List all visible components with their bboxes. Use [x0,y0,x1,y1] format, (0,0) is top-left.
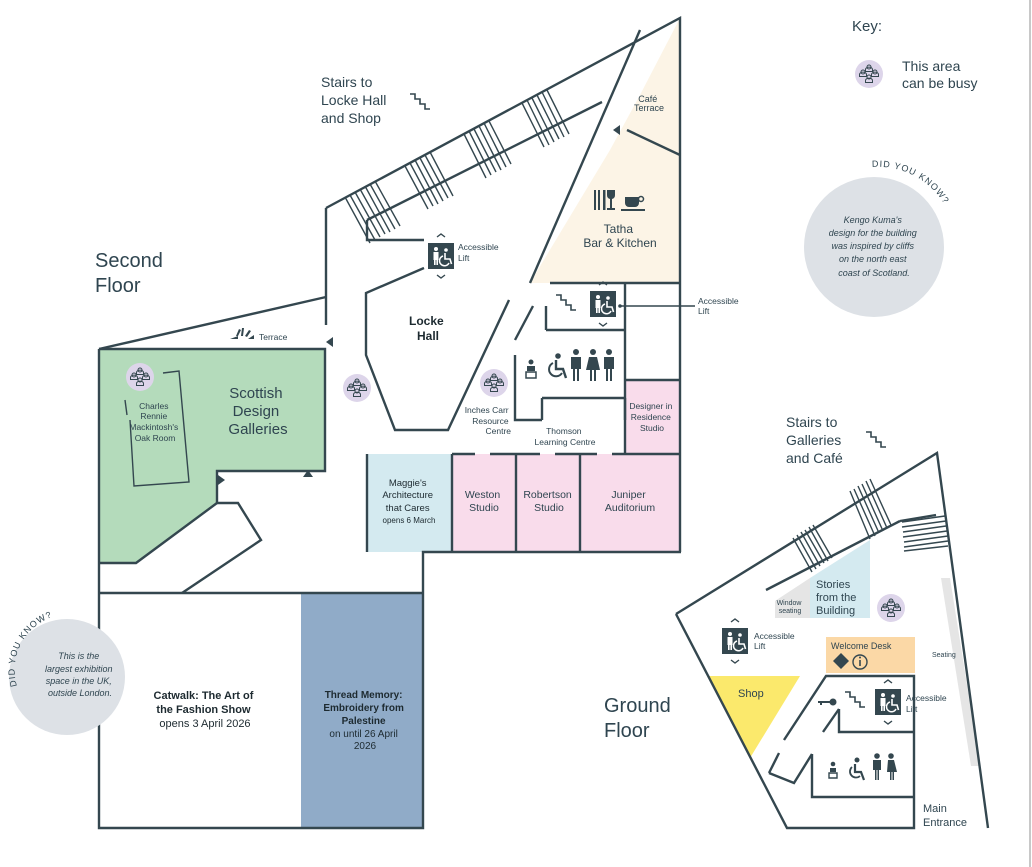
weston-studio-label[interactable]: Weston Studio [465,489,503,514]
thread-memory-area[interactable] [301,593,423,828]
info-icon [852,654,868,670]
did-you-know-circle-2 [804,177,944,317]
window-seating-area [775,578,810,618]
busy-area-icon [479,368,509,398]
maggies-area[interactable] [367,454,452,552]
robertson-studio-area[interactable] [516,454,580,552]
seating-area [941,578,980,766]
did-you-know-fact-1: This is the largest exhibition space in … [45,651,115,698]
toilets-icon-ground [828,753,897,781]
catwalk-label[interactable]: Catwalk: The Art of the Fashion Show ope… [154,690,257,730]
maggies-label[interactable]: Maggie's Architecture that Cares opens 6… [382,478,435,525]
weston-studio-area[interactable] [452,454,516,552]
terrace-label: Terrace [259,332,288,342]
stories-from-building-area[interactable] [810,540,870,618]
stairs-icon [409,93,431,110]
tatha-cafe-area [530,18,680,283]
key-title: Key: [852,18,882,35]
ground-floor-title: Ground Floor [604,695,676,742]
thread-memory-label[interactable]: Thread Memory: Embroidery from Palestine… [323,690,406,752]
scottish-design-galleries-area[interactable] [99,349,325,563]
lift-label-ground: Accessible Lift [754,631,797,651]
stairs-second-floor [344,89,570,244]
lift-label-ground-2: Accessible Lift [906,693,949,714]
main-entrance-label[interactable]: Main Entrance [923,803,967,829]
stairs-ground-floor [792,478,949,573]
accessible-lift-icon-ground-2 [874,679,902,725]
page-edge-border [1029,0,1031,867]
toilets-icon [525,349,614,381]
busy-area-icon [125,362,155,392]
key-icon [818,698,837,706]
shop-area[interactable] [708,676,800,758]
seating-label: Seating [932,652,956,659]
shop-label[interactable]: Shop [738,688,764,700]
locke-hall-label[interactable]: Locke Hall [409,314,447,343]
welcome-desk-label[interactable]: Welcome Desk [831,641,892,651]
lift-label-2: Accessible Lift [698,296,741,316]
accessible-lift-icon-2 [589,281,617,327]
juniper-auditorium-area[interactable] [580,454,681,552]
scottish-design-galleries-label[interactable]: Scottish Design Galleries [228,385,287,438]
cafe-terrace-label: Café Terrace [634,94,664,113]
accessible-lift-icon [427,233,455,279]
window-seating-label: Window seating [777,600,804,615]
designer-residence-label[interactable]: Designer in Residence Studio [629,401,674,433]
lift-label-1: Accessible Lift [458,242,501,263]
busy-area-icon [876,593,906,623]
terrace-icon [230,328,254,339]
oak-room-label[interactable]: Charles Rennie Mackintosh's Oak Room [129,401,180,443]
key-busy-icon [854,59,884,89]
stairs-icon-ground [865,431,887,448]
stairs-to-galleries-label: Stairs to Galleries and Café [786,414,845,466]
stairs-icon-ground-2 [844,691,866,708]
stories-from-building-label[interactable]: Stories from the Building [816,579,859,617]
inches-carr-label[interactable]: Inches Carr Resource Centre [465,405,512,436]
accessible-lift-icon-ground [721,618,749,664]
food-drink-icon [594,190,645,211]
key-busy-label: This area can be busy [902,58,978,91]
stairs-icon-2 [555,294,577,311]
did-you-know-circle-1 [9,619,125,735]
second-floor-title: Second Floor [95,250,168,297]
designer-residence-area[interactable] [625,380,681,454]
did-you-know-fact-2: Kengo Kuma's design for the building was… [829,215,920,278]
stairs-to-locke-hall-label: Stairs to Locke Hall and Shop [321,74,390,126]
ticket-icon [833,653,849,669]
tatha-label[interactable]: Tatha Bar & Kitchen [583,222,656,250]
busy-area-icon [342,373,372,403]
thomson-learning-centre-label[interactable]: Thomson Learning Centre [535,426,596,447]
juniper-auditorium-label[interactable]: Juniper Auditorium [605,489,655,514]
robertson-studio-label[interactable]: Robertson Studio [523,489,574,514]
